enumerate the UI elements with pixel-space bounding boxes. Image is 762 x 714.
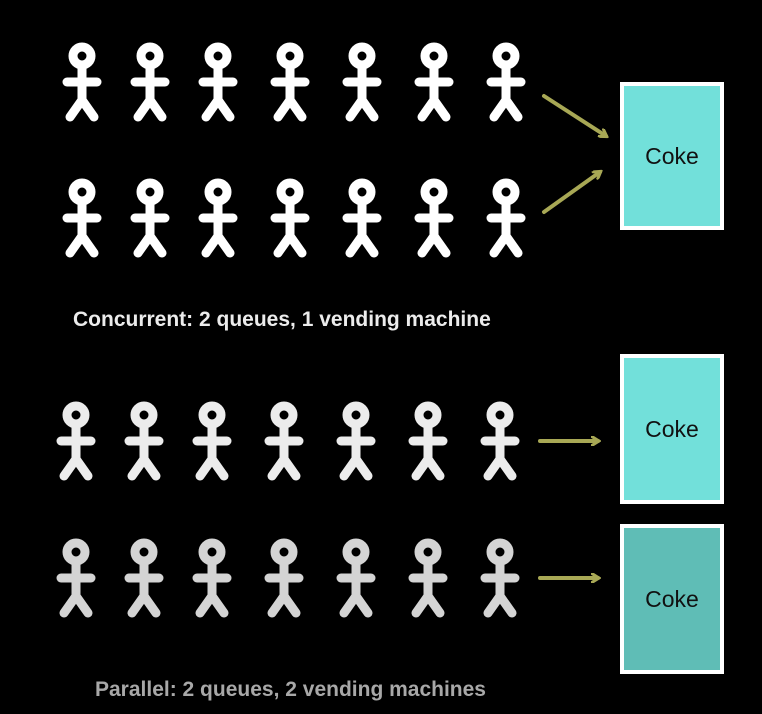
concurrent-queue-1-person [62,42,102,122]
concurrent-arrow-1 [542,94,606,136]
concurrent-arrow-2 [542,172,600,214]
concurrent-queue-2-person [130,178,170,258]
parallel-queue-2-person [480,538,520,618]
parallel-queue-1-person [56,401,96,481]
parallel-queue-2-person [336,538,376,618]
parallel-queue-2-person [124,538,164,618]
machine-label: Coke [645,586,699,612]
concurrent-queue-2-person [342,178,382,258]
parallel-vending-machine-2: Coke [620,524,724,674]
concurrent-queue-2-person [486,178,526,258]
parallel-caption: Parallel: 2 queues, 2 vending machines [95,678,486,701]
concurrent-queue-1-person [486,42,526,122]
parallel-queue-2-person [192,538,232,618]
concurrent-queue-1-person [414,42,454,122]
concurrent-vending-machine: Coke [620,82,724,230]
concurrent-queue-1-person [270,42,310,122]
parallel-queue-2-person [408,538,448,618]
concurrent-queue-2-person [62,178,102,258]
concurrent-queue-1-person [342,42,382,122]
parallel-vending-machine-1: Coke [620,354,724,504]
parallel-queue-1-person [124,401,164,481]
concurrent-queue-2-person [198,178,238,258]
parallel-queue-1-person [264,401,304,481]
concurrent-caption: Concurrent: 2 queues, 1 vending machine [73,308,491,331]
parallel-queue-2-person [264,538,304,618]
concurrent-queue-2-person [270,178,310,258]
parallel-queue-1-person [408,401,448,481]
machine-label: Coke [645,416,699,442]
concurrent-queue-1-person [198,42,238,122]
parallel-queue-1-person [480,401,520,481]
concurrent-queue-2-person [414,178,454,258]
parallel-queue-1-person [336,401,376,481]
machine-label: Coke [645,143,699,169]
parallel-queue-2-person [56,538,96,618]
concurrent-queue-1-person [130,42,170,122]
parallel-queue-1-person [192,401,232,481]
